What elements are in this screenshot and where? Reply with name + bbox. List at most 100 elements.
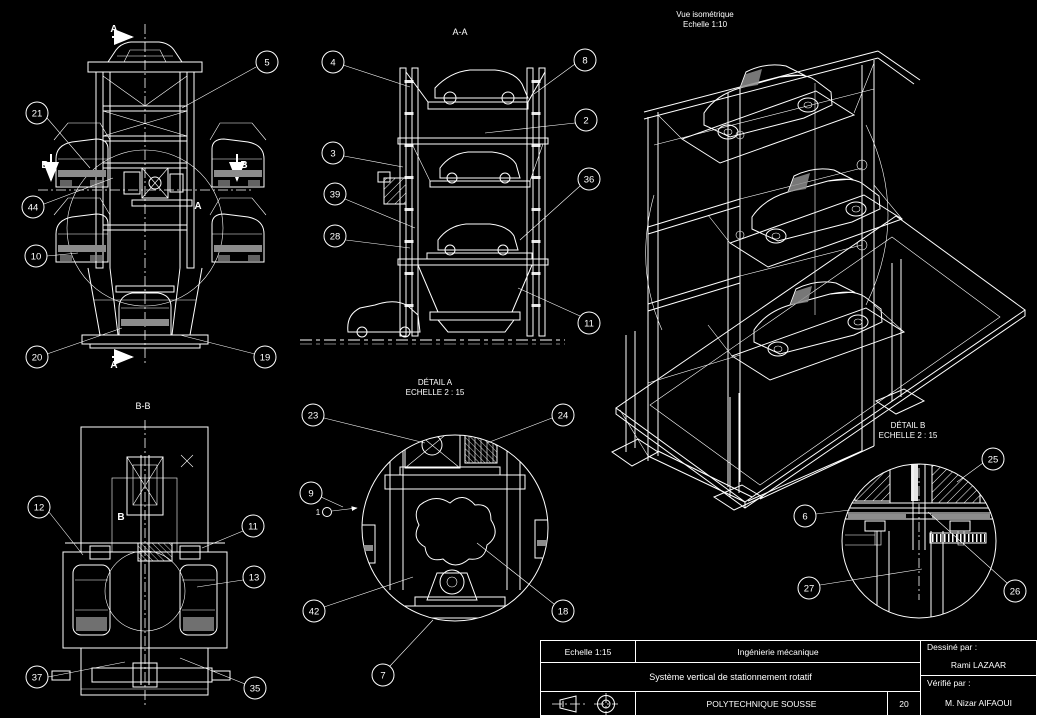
svg-text:20: 20 xyxy=(32,353,43,364)
balloon-35: 35 xyxy=(179,657,267,700)
balloon-27: 27 xyxy=(797,568,923,600)
detail-a-title: DÉTAIL A xyxy=(418,378,453,387)
svg-text:13: 13 xyxy=(249,573,260,584)
svg-text:37: 37 xyxy=(32,673,43,684)
balloon-25: 25 xyxy=(956,447,1005,483)
hangers xyxy=(657,62,905,357)
drawn-by-name: Rami LAZAAR xyxy=(950,659,1007,670)
balloon-26: 26 xyxy=(927,511,1027,603)
balloon-19: 19 xyxy=(179,334,277,369)
detail-b-scale: ECHELLE 2 : 15 xyxy=(879,431,938,440)
upper-housing xyxy=(80,426,209,553)
section-aa-title: A-A xyxy=(452,27,467,37)
balloon-42: 42 xyxy=(302,576,414,623)
svg-text:18: 18 xyxy=(558,607,569,618)
drawn-by-label: Dessiné par : xyxy=(927,642,978,652)
level1 xyxy=(405,69,546,110)
checked-by-name: M. Nizar AIFAOUI xyxy=(944,698,1013,708)
car-top xyxy=(107,41,183,63)
section-bb-view: B-B B xyxy=(25,401,267,705)
balloon-6: 6 xyxy=(793,504,851,528)
iso-car-bottom xyxy=(731,281,905,381)
car-upper-left xyxy=(53,122,111,188)
projection-symbol-cell xyxy=(540,691,636,716)
balloon-28: 28 xyxy=(323,224,411,249)
svg-text:26: 26 xyxy=(1010,587,1021,598)
center-mechanism xyxy=(123,167,193,207)
balloon-10: 10 xyxy=(24,244,79,268)
svg-text:10: 10 xyxy=(31,252,42,263)
balloon-12: 12 xyxy=(27,495,84,556)
signature-divider xyxy=(920,675,1037,676)
detail-b-view: DÉTAIL B ECHELLE 2 : 15 25 6 xyxy=(793,421,1027,619)
svg-text:4: 4 xyxy=(330,58,335,69)
isometric-view: Vue isométrique Echelle 1:10 xyxy=(611,10,1026,511)
balloon-5: 5 xyxy=(181,50,279,109)
balloon-23: 23 xyxy=(301,403,426,444)
svg-text:6: 6 xyxy=(802,512,807,523)
car-lower-right xyxy=(209,197,267,263)
sheet-number-cell: 20 xyxy=(887,691,921,716)
detail-b-title: DÉTAIL B xyxy=(891,421,926,430)
balloon-37: 37 xyxy=(25,661,126,689)
svg-text:8: 8 xyxy=(582,56,587,67)
balloon-3: 3 xyxy=(321,141,404,168)
svg-text:39: 39 xyxy=(330,190,341,201)
tower-frame xyxy=(87,61,203,269)
iso-car-middle xyxy=(729,168,903,268)
balloon-36: 36 xyxy=(519,167,601,241)
item-1-label: 1 xyxy=(316,508,321,517)
bottom-gearbox xyxy=(51,647,231,696)
svg-text:23: 23 xyxy=(308,411,319,422)
svg-text:36: 36 xyxy=(584,175,595,186)
columns xyxy=(399,67,546,337)
balloon-11b: 11 xyxy=(201,514,265,549)
motor-block xyxy=(377,171,407,205)
front-view: A A B B xyxy=(21,24,279,371)
section-aa-view: A-A xyxy=(300,27,601,345)
bottom-platform xyxy=(417,264,533,333)
balloon-13: 13 xyxy=(196,565,266,589)
svg-text:19: 19 xyxy=(260,353,271,364)
level3 xyxy=(397,223,549,266)
section-bb-title: B-B xyxy=(135,401,150,411)
detail-a-marker: A xyxy=(194,201,201,212)
car-lower-left xyxy=(53,197,111,263)
title-block: Echelle 1:15 Ingénierie mécanique Systèm… xyxy=(540,640,1037,718)
section-b-left-label: B xyxy=(41,160,48,171)
balloon-24: 24 xyxy=(486,403,575,444)
section-b-right-label: B xyxy=(240,160,247,171)
section-a-top-label: A xyxy=(110,24,117,35)
svg-text:21: 21 xyxy=(32,109,43,120)
scale-cell: Echelle 1:15 xyxy=(540,640,636,663)
svg-text:27: 27 xyxy=(804,584,815,595)
item-1-callout: 1 xyxy=(316,506,358,517)
first-angle-projection-icon xyxy=(552,692,618,715)
svg-text:24: 24 xyxy=(558,411,569,422)
svg-text:44: 44 xyxy=(28,203,39,214)
discipline-cell: Ingénierie mécanique xyxy=(635,640,921,663)
svg-text:42: 42 xyxy=(309,607,320,618)
balloon-2: 2 xyxy=(484,108,598,134)
svg-text:25: 25 xyxy=(988,455,999,466)
organization-cell: POLYTECHNIQUE SOUSSE xyxy=(635,691,888,716)
svg-text:3: 3 xyxy=(330,149,335,160)
svg-text:5: 5 xyxy=(264,58,269,69)
svg-text:12: 12 xyxy=(34,503,45,514)
detail-b-marker: B xyxy=(117,512,124,523)
balloon-20: 20 xyxy=(25,327,123,369)
balloon-44: 44 xyxy=(21,177,114,219)
sheet-bottom-border xyxy=(540,716,1037,718)
svg-text:9: 9 xyxy=(308,489,313,500)
svg-text:7: 7 xyxy=(380,671,385,682)
svg-text:11: 11 xyxy=(248,522,258,533)
svg-text:28: 28 xyxy=(330,232,341,243)
svg-text:11: 11 xyxy=(584,319,594,330)
car-bottom xyxy=(115,285,175,336)
car-deck xyxy=(62,455,228,685)
detail-a-view: DÉTAIL A ECHELLE 2 : 15 1 23 xyxy=(299,378,575,687)
svg-text:2: 2 xyxy=(583,116,588,127)
section-a-bottom-label: A xyxy=(110,360,117,371)
balloon-21: 21 xyxy=(25,101,91,169)
